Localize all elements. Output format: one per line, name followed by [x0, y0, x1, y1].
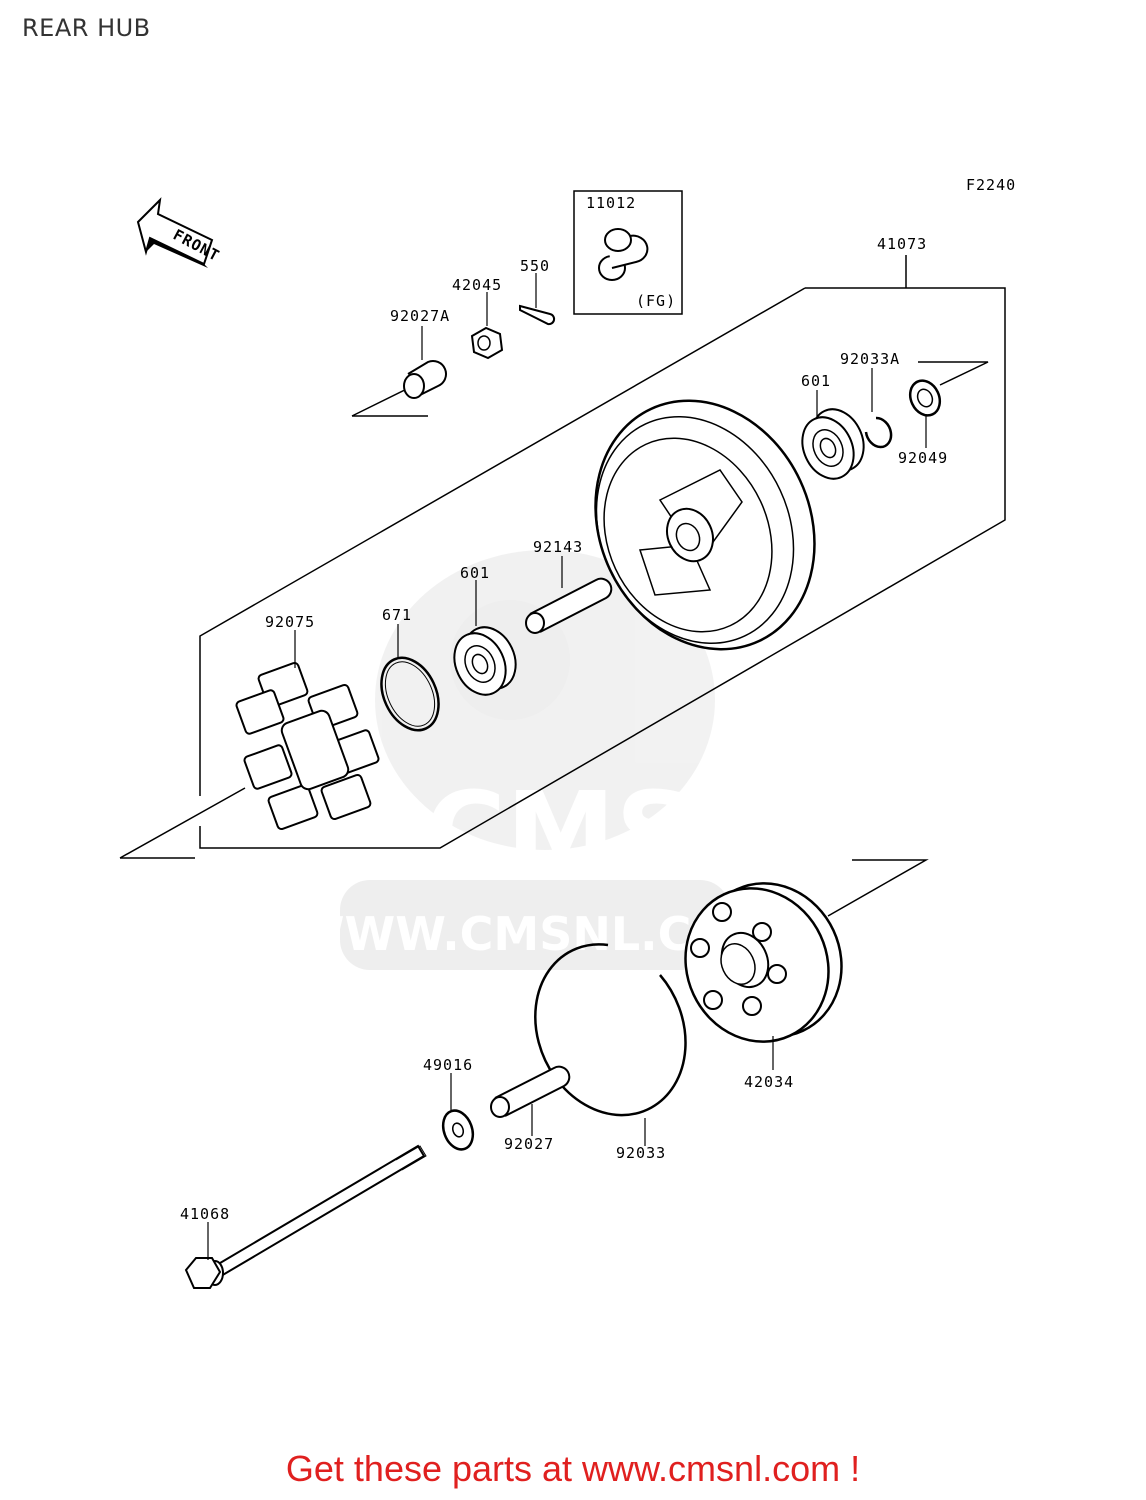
page-title: REAR HUB: [22, 14, 151, 42]
o-ring-671: [380, 656, 440, 732]
part-label-601-upper: 601: [801, 372, 831, 390]
part-label-49016: 49016: [423, 1056, 473, 1074]
part-label-92027: 92027: [504, 1135, 554, 1153]
part-label-42034: 42034: [744, 1073, 794, 1091]
seal-92049: [908, 379, 942, 417]
front-arrow-icon: FRONT: [136, 197, 223, 268]
part-label-41073: 41073: [877, 235, 927, 253]
part-label-92033: 92033: [616, 1144, 666, 1162]
leader-lines: [207, 273, 927, 1260]
part-label-42045: 42045: [452, 276, 502, 294]
part-label-92143: 92143: [533, 538, 583, 556]
part-label-671: 671: [382, 606, 412, 624]
bearing-601-upper: [801, 408, 865, 480]
washer-49016: [441, 1109, 475, 1151]
sprocket-coupling-42034: [684, 882, 843, 1043]
wheel-assembly-bracket: [119, 255, 1006, 917]
damper-92075: [235, 661, 380, 831]
nut-42045: [470, 326, 504, 360]
part-label-92033a: 92033A: [840, 350, 900, 368]
watermark-logo: CMS: [425, 768, 694, 896]
part-note-fg: (FG): [636, 292, 676, 310]
cotter-pin-550: [519, 304, 556, 326]
rear-wheel: [594, 399, 816, 651]
part-label-92027a: 92027A: [390, 307, 450, 325]
spacer-92027a: [403, 360, 447, 399]
part-box-11012: [573, 190, 683, 315]
part-label-11012: 11012: [586, 194, 636, 212]
circlip-92033: [534, 943, 687, 1117]
part-label-550: 550: [520, 257, 550, 275]
figure-code: F2240: [966, 176, 1016, 194]
part-label-92075: 92075: [265, 613, 315, 631]
part-labels: 11012 (FG) 42045 550 92027A 41073 92033A…: [180, 194, 948, 1223]
part-label-41068: 41068: [180, 1205, 230, 1223]
axle-41068: [184, 1144, 427, 1289]
part-label-601-lower: 601: [460, 564, 490, 582]
bearing-601-lower: [453, 626, 517, 696]
circlip-92033a: [864, 416, 893, 449]
part-label-92049: 92049: [898, 449, 948, 467]
collar-92143: [525, 577, 613, 634]
collar-92027: [490, 1065, 571, 1118]
footer-promo-link[interactable]: Get these parts at www.cmsnl.com !: [285, 1448, 861, 1489]
